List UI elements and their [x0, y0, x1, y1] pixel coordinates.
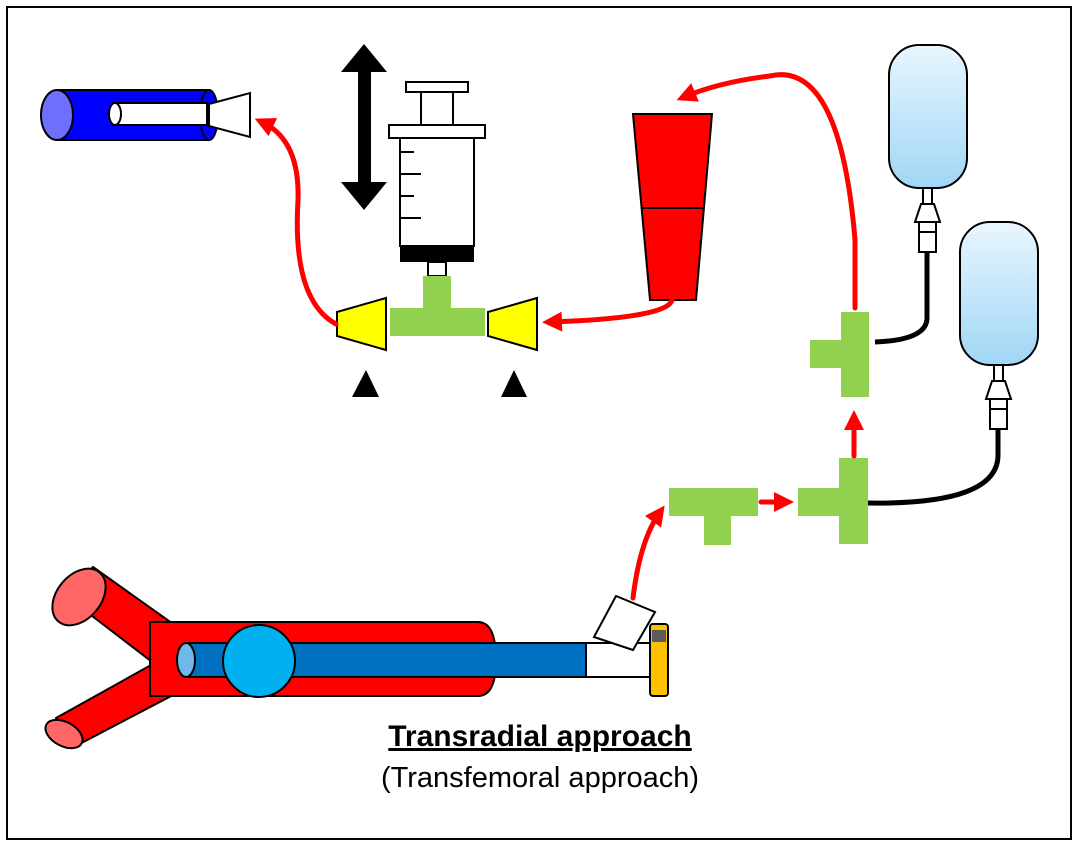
flow-arrow-to-container — [676, 72, 858, 311]
triangle-marker-icon — [352, 370, 379, 397]
waste-container — [631, 113, 714, 301]
artery-catheter-assembly — [44, 565, 669, 750]
flow-arrow-to-reservoir — [254, 118, 339, 327]
t-connector-upper — [810, 312, 869, 397]
flow-arrows — [254, 72, 864, 601]
flow-arrow-from-sheath — [630, 505, 665, 601]
blood-reservoir-icon — [40, 89, 251, 141]
t-connector-middle — [669, 488, 758, 545]
stopcock-right[interactable] — [487, 296, 538, 352]
t-connector-syringe — [390, 276, 485, 336]
syringe-icon — [388, 81, 486, 277]
triangle-marker-icon — [501, 370, 527, 397]
stopcock-left[interactable] — [336, 296, 387, 352]
caption-main: Transradial approach — [388, 720, 692, 753]
double-arrow-icon — [341, 44, 387, 210]
saline-bag-upper — [874, 44, 968, 345]
flow-arrow-to-stopcock — [542, 297, 675, 332]
saline-bag-lower — [867, 221, 1039, 506]
caption-sub: (Transfemoral approach) — [380, 762, 700, 794]
balloon — [222, 624, 296, 698]
t-connector-lower — [798, 458, 868, 544]
